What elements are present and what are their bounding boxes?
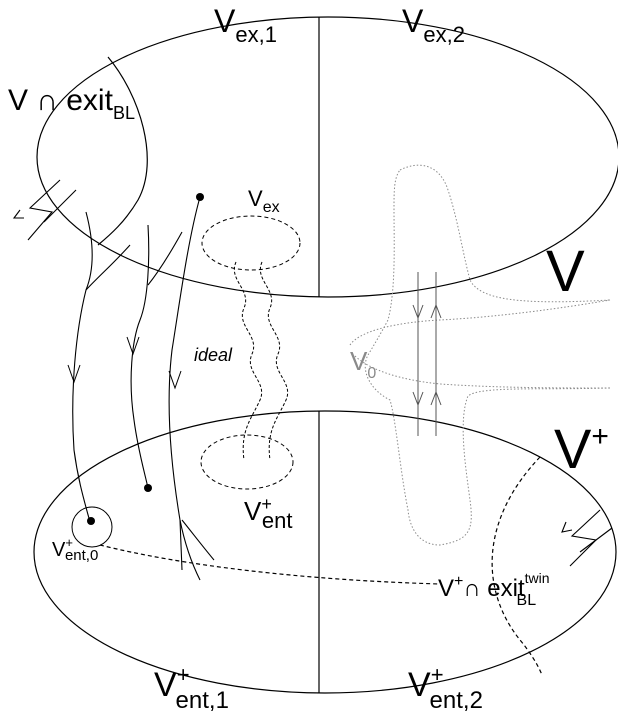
label-v-ent-0: V+ent,0	[52, 535, 98, 564]
zigzags	[12, 179, 613, 567]
label-v-ent-2: V+ent,2	[408, 662, 483, 714]
ideal-path-left[interactable]	[233, 261, 263, 461]
trajectory-1-branch	[85, 244, 131, 291]
label-v-ex-1: Vex,1	[214, 3, 277, 47]
trajectories	[72, 196, 215, 581]
trajectory-3[interactable]	[168, 196, 201, 581]
v-ent-0-ring	[71, 506, 113, 548]
dashed-ellipses	[200, 215, 301, 490]
point-bottom[interactable]	[144, 484, 152, 492]
exit-bl-boundary	[97, 56, 148, 246]
zigzag-right	[569, 509, 601, 567]
v-ent-set[interactable]	[200, 434, 294, 490]
bottom-ellipse	[33, 410, 617, 694]
top-ellipse-group	[36, 16, 618, 298]
label-ideal: ideal	[194, 345, 233, 365]
flow-arrow-4	[430, 390, 442, 406]
flow-arrow-2	[430, 303, 442, 319]
label-v-cap-exit-bl: V ∩ exitBL	[8, 84, 135, 123]
v0-inner-bottom	[354, 355, 611, 389]
arrow-head-2	[126, 336, 140, 356]
v0-flow-lines	[412, 272, 442, 436]
flow-arrow-3	[412, 391, 424, 407]
zigzag-right-arrow	[561, 521, 573, 533]
v0-outline[interactable]	[364, 164, 611, 546]
label-v-ex-2: Vex,2	[402, 3, 465, 47]
points	[87, 193, 204, 525]
label-v-big: V	[546, 239, 585, 304]
zigzag-left-tail	[43, 189, 77, 223]
top-ellipse	[36, 16, 618, 298]
ideal-paths	[233, 261, 289, 461]
trajectory-1[interactable]	[72, 211, 93, 523]
v0-inner-top	[349, 299, 611, 346]
trajectory-3-branch	[181, 519, 215, 561]
flow-arrow-1	[412, 304, 424, 320]
label-v-ex: Vex	[248, 186, 280, 216]
zigzag-left	[27, 179, 61, 241]
arrow-heads	[67, 336, 182, 390]
zigzag-left-arrow	[12, 209, 24, 219]
zigzag-right-tail	[579, 527, 613, 553]
trajectory-3-base	[179, 519, 183, 571]
label-v-0: V0	[350, 346, 376, 382]
trajectory-2-branch	[147, 231, 183, 286]
label-v-ent-plus: V+ent	[244, 494, 292, 533]
v0-region	[349, 164, 611, 546]
point-ent-0[interactable]	[87, 517, 95, 525]
label-v-plus: V+	[554, 417, 609, 480]
arrow-head-1	[67, 364, 81, 384]
trajectory-2[interactable]	[130, 224, 150, 489]
point-top[interactable]	[196, 193, 204, 201]
bottom-ellipse-group	[33, 410, 617, 694]
label-v-ent-1: V+ent,1	[154, 662, 229, 714]
twin-exit-boundary[interactable]	[491, 456, 543, 676]
entry-dashed-curve	[99, 544, 441, 585]
v-ex-set[interactable]	[201, 215, 301, 271]
ideal-path-right[interactable]	[259, 261, 289, 461]
arrow-head-3	[168, 370, 182, 390]
